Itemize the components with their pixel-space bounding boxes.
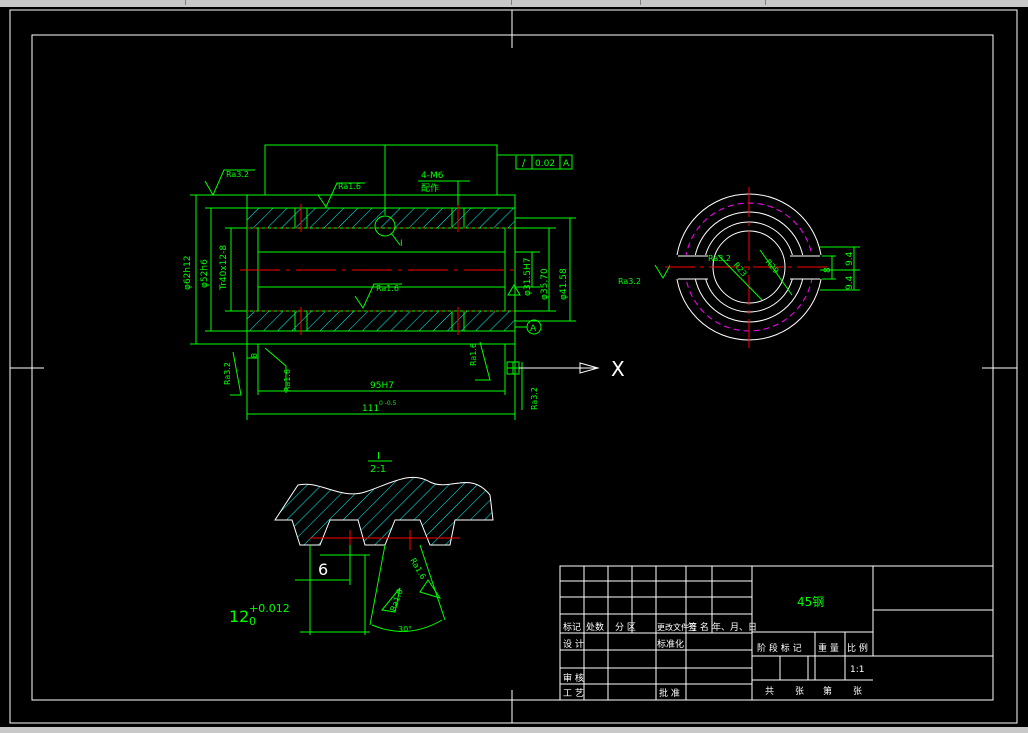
revision-headers: 标记 处数 分 区 更改文件号 签 名 年、月、日 设 计 标准化 审 核 工 … (563, 621, 868, 699)
material-label: 45钢 (797, 595, 824, 609)
svg-text:年、月、日: 年、月、日 (712, 621, 757, 633)
svg-text:4-M6: 4-M6 (421, 171, 444, 181)
detail-scale: 2:1 (370, 464, 386, 475)
toolbar-segment[interactable] (186, 0, 512, 5)
dim-r-big: R29 (763, 258, 780, 276)
svg-text:签 名: 签 名 (688, 621, 709, 633)
toolbar-segment[interactable] (0, 0, 186, 5)
dim-small8: 8 (250, 353, 259, 358)
svg-text:配作: 配作 (421, 182, 439, 194)
svg-text:X: X (611, 357, 625, 381)
detail-title: I (377, 451, 380, 462)
svg-text:张: 张 (795, 686, 804, 697)
dim-111-tol: 0 -0.5 (379, 400, 397, 407)
runout-symbol: / (522, 158, 526, 169)
dim-d31: φ31.5H7 (523, 258, 533, 296)
detail-roughness-1: Ra1.6 (388, 588, 404, 613)
dim-d41: φ41.58 (559, 268, 569, 300)
roughness-top: Ra1.6 (338, 182, 361, 191)
right-diameter-dims (515, 217, 576, 322)
dim-111: 111 (362, 404, 379, 414)
dim-9-4a: 9.4 (845, 251, 855, 266)
roughness-side-view: Ra3.2 (618, 277, 641, 286)
dim-depth: 12 (229, 607, 249, 626)
svg-text:共: 共 (765, 686, 774, 697)
svg-text:重 量: 重 量 (818, 642, 839, 654)
geometric-tolerance-frame: / 0.02 A (515, 154, 573, 170)
design-label: 设 计 (563, 638, 584, 650)
section-marker: I (400, 239, 403, 249)
review-label: 审 核 (563, 672, 584, 684)
dim-depth-tol-up: +0.012 (249, 602, 290, 615)
standardize-label: 标准化 (657, 638, 684, 650)
dim-95: 95H7 (370, 381, 394, 391)
dim-d35: φ35.70 (540, 268, 550, 300)
dim-9-4b: 9.4 (845, 275, 855, 290)
length-dims (246, 344, 516, 420)
roughness-left-end: Ra3.2 (223, 362, 232, 385)
dim-d62: φ62h12 (183, 255, 193, 290)
centering-marks (10, 10, 1017, 723)
holes-note: 4-M6 配作 (418, 171, 470, 205)
roughness-left-face: Ra1.6 (283, 369, 292, 392)
svg-text:比 例: 比 例 (847, 642, 868, 654)
dim-angle: 30° (398, 625, 412, 634)
dim-d52: φ52h6 (200, 259, 210, 288)
svg-text:分 区: 分 区 (615, 622, 636, 633)
svg-text:第: 第 (823, 685, 832, 697)
main-section-view: I (240, 144, 520, 345)
svg-text:处数: 处数 (586, 621, 604, 633)
side-view: Ra3.2 R23 R29 9.4 9.4 8 (665, 187, 860, 348)
view-axis: X (506, 357, 625, 381)
top-toolbar-strip (0, 0, 1028, 7)
roughness-bore: Ra1.6 (376, 284, 399, 293)
process-label: 工 艺 (563, 688, 584, 699)
tolerance-value: 0.02 (535, 159, 555, 169)
detail-view: I 2:1 6 12 +0.012 0 30° Ra1.6 Ra1.6 (229, 451, 494, 635)
svg-text:阶 段 标 记: 阶 段 标 记 (757, 642, 802, 654)
svg-text:标记: 标记 (563, 621, 581, 633)
roughness-top-left: Ra3.2 (226, 170, 249, 179)
dim-8b: 8 (823, 267, 833, 273)
approve-label: 批 准 (659, 687, 680, 699)
left-diameter-dims (190, 194, 247, 345)
datum-marker: A (507, 284, 542, 335)
roughness-right-end: Ra3.2 (530, 387, 539, 410)
dim-depth-tol-low: 0 (249, 615, 256, 628)
bottom-status-strip (0, 727, 1028, 733)
svg-text:A: A (530, 324, 537, 334)
title-block (559, 565, 994, 701)
roughness-symbols (204, 169, 700, 410)
side-roughness: Ra3.2 (708, 254, 731, 263)
svg-text:更改文件号: 更改文件号 (657, 622, 697, 632)
dim-thread: Tr40x12-8 (219, 245, 229, 291)
dim-pitch: 6 (318, 560, 328, 579)
scale-value: 1:1 (850, 665, 864, 675)
lower-wall-hatch (247, 311, 515, 331)
dim-r-small: R23 (731, 261, 748, 279)
upper-wall-hatch (247, 208, 515, 228)
roughness-right-face: Ra1.6 (469, 343, 478, 366)
toolbar-segment[interactable] (645, 0, 766, 5)
toolbar-segment[interactable] (512, 0, 641, 5)
svg-text:张: 张 (853, 686, 862, 697)
tolerance-datum: A (563, 159, 570, 169)
